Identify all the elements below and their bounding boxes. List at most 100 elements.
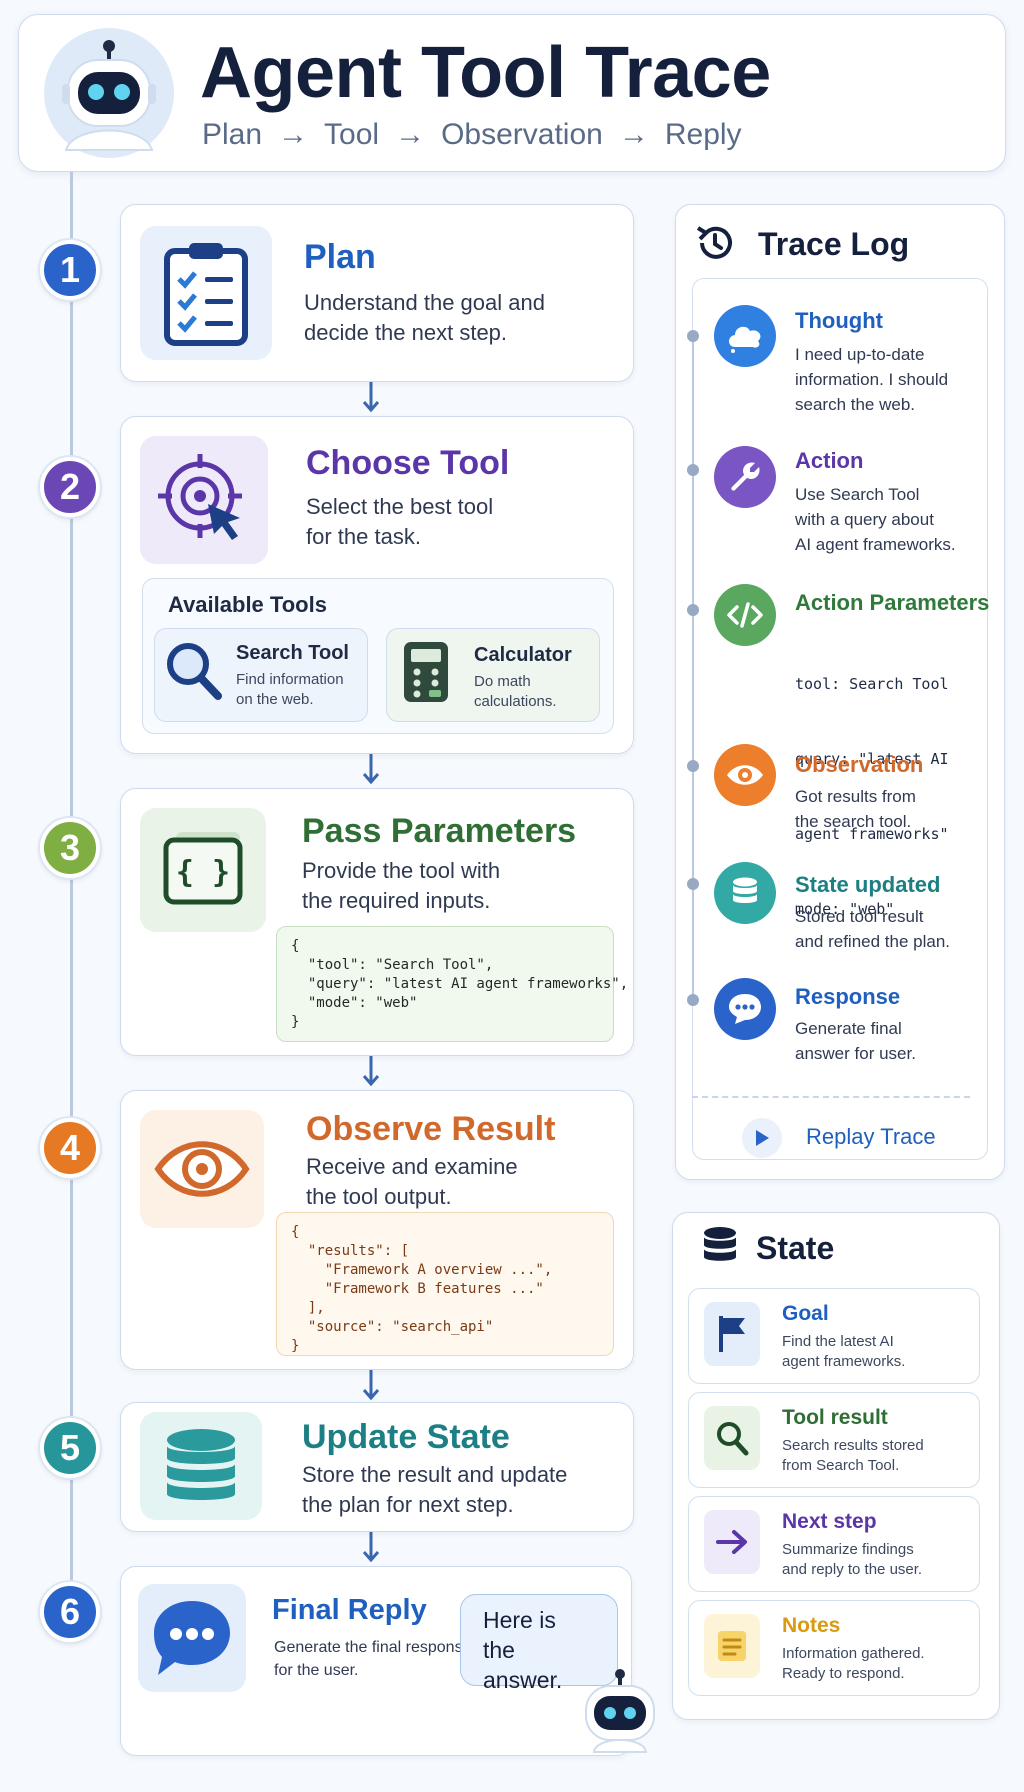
- trace-dot: [687, 464, 699, 476]
- database-icon: [140, 1412, 262, 1520]
- step-number-3: 3: [40, 818, 100, 878]
- desc-line: answer for user.: [795, 1044, 916, 1063]
- desc-line: decide the next step.: [304, 320, 508, 345]
- step-title: Pass Parameters: [302, 812, 577, 850]
- replay-trace-button[interactable]: Replay Trace: [806, 1124, 936, 1149]
- trace-entry-desc: Got results from the search tool.: [795, 784, 916, 834]
- tool-name: Search Tool: [236, 642, 349, 664]
- state-item-title: Notes: [782, 1614, 841, 1637]
- step-description: Select the best tool for the task.: [306, 492, 493, 552]
- timeline-line: [70, 172, 73, 1632]
- code-icon: [714, 584, 776, 646]
- wrench-icon: [714, 446, 776, 508]
- desc-line: the required inputs.: [302, 888, 491, 913]
- desc-line: on the web.: [236, 691, 314, 708]
- state-item-title: Tool result: [782, 1406, 888, 1429]
- desc-line: the search tool.: [795, 812, 912, 831]
- desc-line: Stored tool result: [795, 907, 924, 926]
- step-number-5: 5: [40, 1418, 100, 1478]
- divider: [692, 1096, 970, 1098]
- step-description: Provide the tool with the required input…: [302, 856, 500, 916]
- flow-step: Reply: [664, 118, 742, 151]
- eye-icon: [714, 744, 776, 806]
- desc-line: AI agent frameworks.: [795, 535, 956, 554]
- history-clock-icon: [694, 222, 736, 269]
- step-number-6: 6: [40, 1582, 100, 1642]
- state-title: State: [756, 1230, 835, 1266]
- trace-entry-title: Observation: [795, 752, 924, 777]
- flow-subtitle: Plan → Tool → Observation → Reply: [202, 118, 742, 152]
- down-arrow-icon: [362, 1056, 380, 1087]
- desc-line: Generate the final response: [274, 1639, 472, 1656]
- braces-icon: { }: [140, 808, 266, 932]
- tool-name: Calculator: [474, 644, 572, 666]
- clipboard-icon: [140, 226, 272, 360]
- desc-line: the tool output.: [306, 1184, 452, 1209]
- trace-entry-desc: I need up-to-date information. I should …: [795, 342, 948, 417]
- desc-line: Select the best tool: [306, 494, 494, 519]
- reply-speech-bubble: Here is the answer.: [460, 1594, 618, 1693]
- desc-line: with a query about: [795, 510, 934, 529]
- step-description: Generate the final response for the user…: [274, 1636, 471, 1682]
- desc-line: and reply to the user.: [782, 1561, 923, 1578]
- play-icon[interactable]: [742, 1118, 782, 1158]
- tool-description: Find information on the web.: [236, 670, 344, 710]
- desc-line: Receive and examine: [306, 1154, 518, 1179]
- params-code-block: { "tool": "Search Tool", "query": "lates…: [276, 926, 628, 1042]
- trace-entry-title: Thought: [795, 308, 883, 333]
- trace-entry-desc: Stored tool result and refined the plan.: [795, 904, 950, 954]
- state-item-title: Goal: [782, 1302, 829, 1325]
- step-title: Update State: [302, 1418, 510, 1456]
- eye-icon: [140, 1110, 264, 1228]
- desc-line: for the user.: [274, 1662, 359, 1679]
- desc-line: agent frameworks.: [782, 1353, 906, 1370]
- svg-text:{ }: { }: [176, 855, 230, 890]
- step-title: Choose Tool: [306, 444, 510, 482]
- step-description: Understand the goal and decide the next …: [304, 288, 545, 348]
- desc-line: Got results from: [795, 787, 916, 806]
- trace-dot: [687, 604, 699, 616]
- down-arrow-icon: [362, 1532, 380, 1563]
- magnifier-icon: [164, 640, 222, 709]
- flow-arrow: →: [278, 118, 309, 151]
- desc-line: Store the result and update: [302, 1462, 568, 1487]
- desc-line: Ready to respond.: [782, 1665, 905, 1682]
- flow-step: Observation: [441, 118, 603, 151]
- header-card: [18, 14, 1006, 172]
- thought-cloud-icon: [714, 305, 776, 367]
- desc-line: Understand the goal and: [304, 290, 545, 315]
- robot-avatar-icon: [44, 28, 174, 158]
- step-number-1: 1: [40, 240, 100, 300]
- flag-icon: [704, 1302, 760, 1366]
- bubble-line: Here is: [483, 1607, 556, 1633]
- bubble-line: the answer.: [483, 1637, 563, 1693]
- step-description: Receive and examine the tool output.: [306, 1152, 518, 1212]
- desc-line: Find information: [236, 671, 344, 688]
- step-description: Store the result and update the plan for…: [302, 1460, 567, 1520]
- trace-entry-title: Action Parameters: [795, 590, 990, 615]
- desc-line: Search results stored: [782, 1437, 924, 1454]
- database-icon: [702, 1226, 738, 1275]
- flow-arrow: →: [618, 118, 649, 151]
- flow-step: Plan: [202, 118, 263, 151]
- desc-line: calculations.: [474, 693, 557, 710]
- state-item-desc: Information gathered. Ready to respond.: [782, 1644, 925, 1684]
- desc-line: I need up-to-date: [795, 345, 925, 364]
- desc-line: the plan for next step.: [302, 1492, 514, 1517]
- chat-bubble-icon: [138, 1584, 246, 1692]
- trace-entry-title: State updated: [795, 872, 941, 897]
- down-arrow-icon: [362, 1370, 380, 1401]
- desc-line: Use Search Tool: [795, 485, 920, 504]
- trace-dot: [687, 878, 699, 890]
- trace-entry-code: tool: Search Tool query: "latest AI agen…: [795, 622, 949, 947]
- desc-line: search the web.: [795, 395, 916, 414]
- trace-entry-desc: Generate final answer for user.: [795, 1016, 916, 1066]
- step-title: Plan: [304, 238, 376, 276]
- trace-dot: [687, 330, 699, 342]
- chat-icon: [714, 978, 776, 1040]
- desc-line: and refined the plan.: [795, 932, 951, 951]
- step-number-4: 4: [40, 1118, 100, 1178]
- desc-line: Information gathered.: [782, 1645, 925, 1662]
- down-arrow-icon: [362, 382, 380, 413]
- step-title: Final Reply: [272, 1594, 427, 1626]
